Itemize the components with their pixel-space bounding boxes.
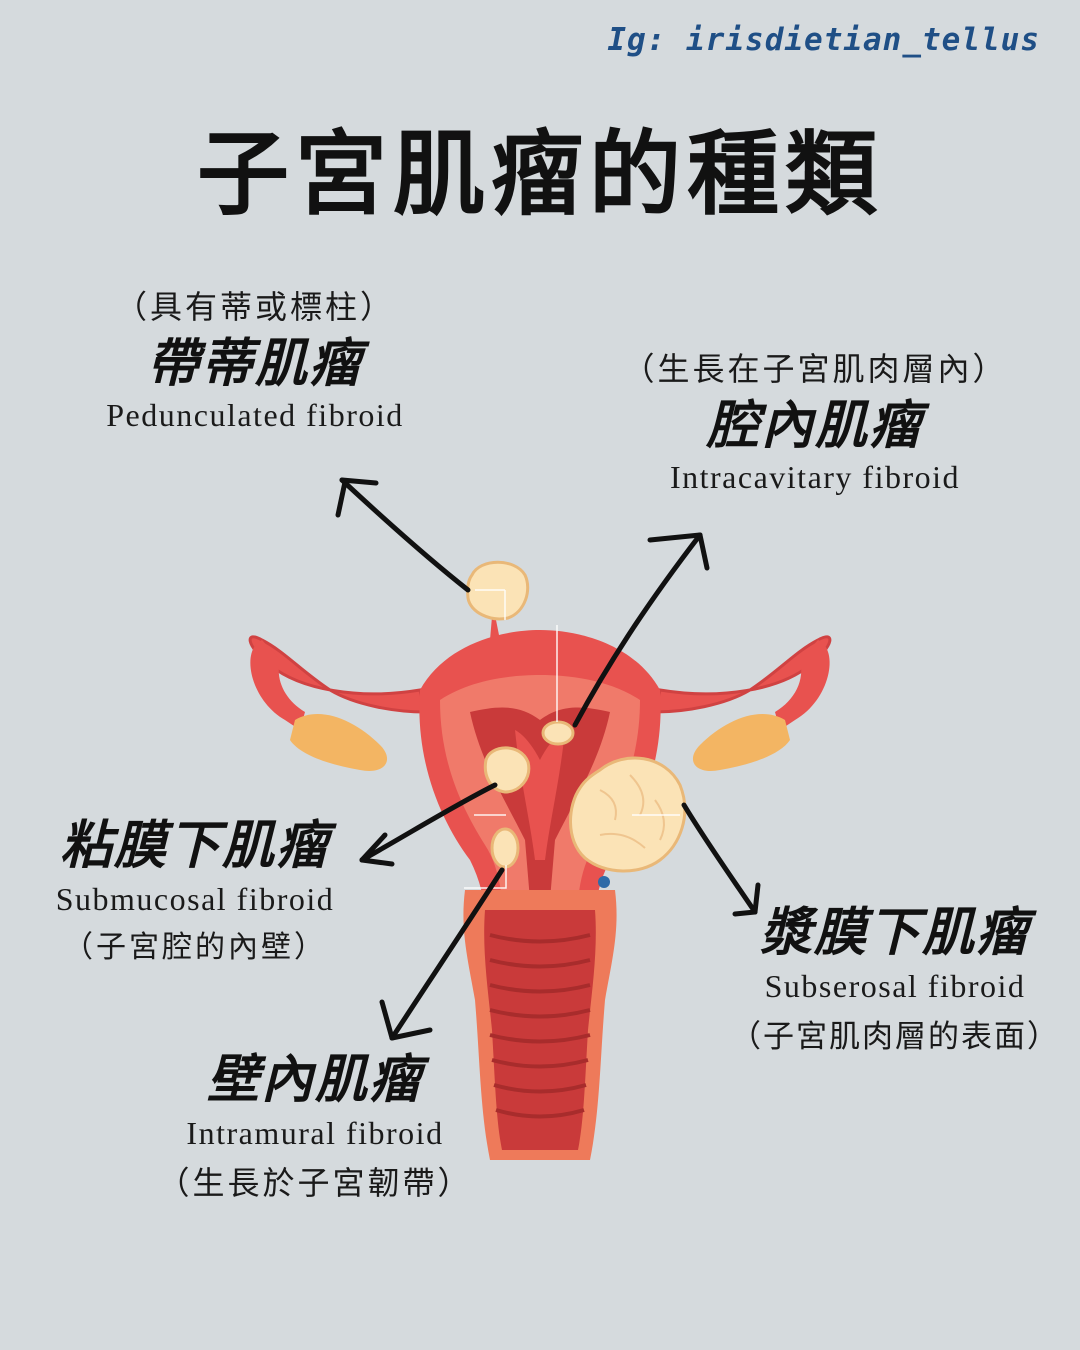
- subserosal-cn: 漿膜下肌瘤: [759, 903, 1030, 963]
- guide-lines: [464, 589, 680, 889]
- subserosal-fibroid-texture: [599, 774, 665, 849]
- intramural-en: Intramural fibroid: [186, 1115, 444, 1152]
- label-submucosal: 粘膜下肌瘤 Submucosal fibroid （子宮腔的內壁）: [30, 816, 360, 966]
- arrow-icon: [335, 477, 761, 1041]
- left-fallopian-tube: [248, 635, 427, 714]
- intramural-cn: 壁內肌瘤: [206, 1050, 423, 1110]
- label-subserosal: 漿膜下肌瘤 Subserosal fibroid （子宮肌肉層的表面）: [720, 903, 1070, 1056]
- submucosal-fibroid-icon: [483, 746, 531, 794]
- label-intracavitary: （生長在子宮肌肉層內） 腔內肌瘤 Intracavitary fibroid: [620, 344, 1010, 496]
- vessel-dot: [598, 876, 610, 888]
- intramural-fibroid-icon: [490, 827, 520, 869]
- subserosal-fibroid-icon: [569, 756, 687, 873]
- vaginal-rugae: [489, 933, 591, 1119]
- label-intramural: 壁內肌瘤 Intramural fibroid （生長於子宮韌帶）: [150, 1050, 480, 1204]
- intracavitary-fibroid-icon: [541, 720, 575, 746]
- subserosal-en: Subserosal fibroid: [764, 968, 1026, 1005]
- intracavitary-cn: 腔內肌瘤: [706, 396, 923, 456]
- pedunculated-note: （具有蒂或標柱）: [114, 288, 395, 326]
- right-fallopian-tube: [653, 635, 832, 714]
- left-ovary: [290, 714, 388, 771]
- pedunculated-en: Pedunculated fibroid: [106, 397, 404, 434]
- instagram-handle: Ig: irisdietian_tellus: [607, 22, 1040, 58]
- intracavitary-note: （生長在子宮肌肉層內）: [622, 350, 1008, 388]
- pedunculated-cn: 帶蒂肌瘤: [146, 334, 363, 394]
- right-ovary: [692, 714, 790, 771]
- page-title: 子宮肌瘤的種類: [196, 121, 883, 228]
- submucosal-cn: 粘膜下肌瘤: [59, 816, 330, 876]
- arrow-submucosal: [359, 782, 498, 863]
- arrow-subserosal: [681, 802, 758, 915]
- submucosal-note: （子宮腔的內壁）: [63, 930, 327, 966]
- intracavitary-en: Intracavitary fibroid: [669, 459, 961, 496]
- subserosal-note: （子宮肌肉層的表面）: [730, 1019, 1060, 1056]
- arrow-pedunculated: [339, 477, 471, 593]
- arrow-intramural: [389, 867, 505, 1041]
- intramural-note: （生長於子宮韌帶）: [157, 1164, 473, 1203]
- left-tube-curl: [250, 640, 305, 730]
- submucosal-en: Submucosal fibroid: [55, 881, 335, 918]
- right-tube-curl: [775, 640, 830, 730]
- label-pedunculated: （具有蒂或標柱） 帶蒂肌瘤 Pedunculated fibroid: [70, 282, 440, 434]
- arrow-intracavitary: [572, 532, 703, 728]
- vaginal-canal: [484, 910, 596, 1150]
